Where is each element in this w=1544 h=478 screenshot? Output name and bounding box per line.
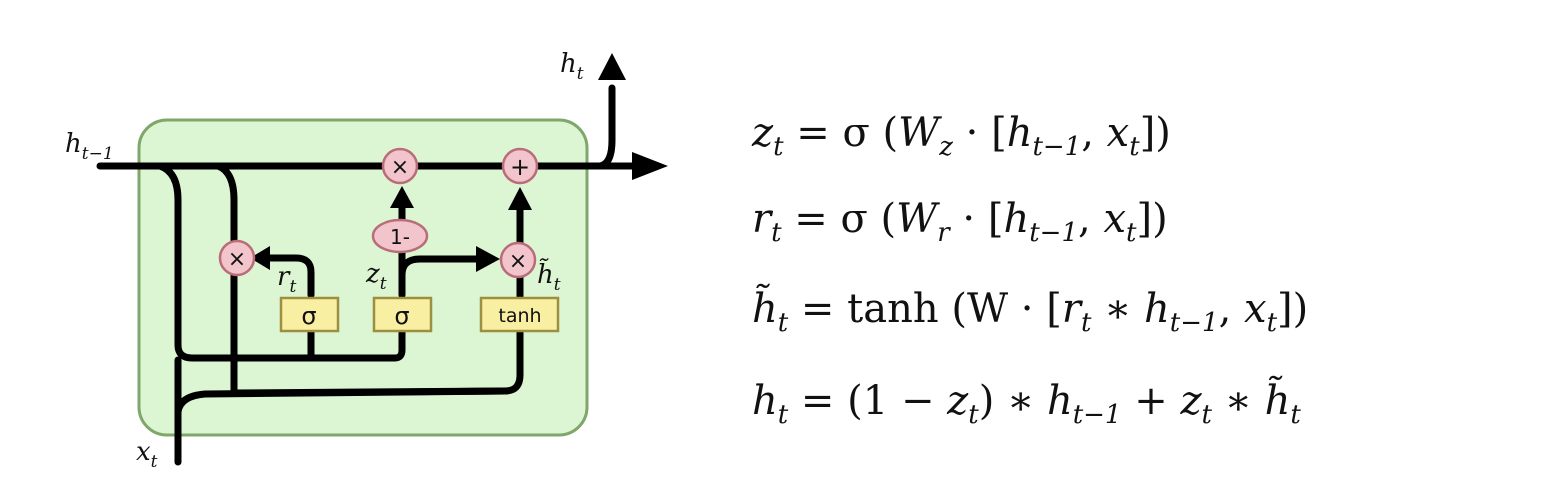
gates: σ σ tanh [279, 296, 560, 333]
label-z: zt [365, 259, 387, 294]
sigma-z-gate: σ [372, 296, 433, 333]
equation-r: rt = σ (Wr · [ht−1, xt]) [752, 196, 1168, 248]
z-to-update-mult-line [398, 255, 482, 279]
reset-mult-to-tanh-line [230, 387, 509, 397]
label-r: rt [277, 262, 296, 297]
update-arrowhead [508, 187, 532, 210]
top-add-op: + [501, 147, 539, 185]
r-to-reset-mult-line [262, 254, 315, 299]
h-prev-to-reset-mult-line [214, 162, 238, 397]
hidden-state-arrowhead [632, 152, 668, 180]
z-arrowhead [476, 246, 500, 272]
reset-multiply-symbol: × [228, 247, 246, 272]
h-prev-to-gates-line [156, 162, 406, 362]
sigma-z-label: σ [394, 302, 409, 330]
diagram-labels: ht−1 ht xt rt zt h̃t [65, 49, 584, 472]
top-multiply-symbol: × [391, 155, 409, 180]
equation-z: zt = σ (Wz · [ht−1, xt]) [751, 110, 1171, 162]
top-multiply-op: × [381, 147, 419, 185]
label-h-out: ht [560, 49, 584, 84]
equation-h-tilde: h̃t = tanh (W · [rt ∗ ht−1, xt]) [752, 283, 1308, 338]
one-minus-arrowhead [390, 186, 414, 208]
sigma-r-gate: σ [279, 296, 340, 333]
reset-multiply-op: × [218, 239, 256, 277]
one-minus-op: 1- [371, 218, 429, 254]
label-x-in: xt [136, 437, 158, 472]
output-up-arrowhead [598, 53, 626, 80]
equations: zt = σ (Wz · [ht−1, xt]) rt = σ (Wr · [ht… [751, 110, 1308, 430]
label-h-tilde: h̃t [537, 258, 561, 295]
update-multiply-op: × [499, 241, 537, 279]
label-h-prev: ht−1 [65, 129, 114, 164]
update-multiply-symbol: × [509, 249, 527, 274]
wires [96, 53, 668, 466]
equation-h: ht = (1 − zt) ∗ ht−1 + zt ∗ h̃t [752, 375, 1301, 430]
r-arrowhead [250, 246, 270, 270]
operations: × × + × 1- [218, 147, 539, 279]
top-add-symbol: + [510, 153, 530, 181]
sigma-r-label: σ [301, 302, 316, 330]
tanh-label: tanh [498, 305, 541, 327]
output-up-line [596, 84, 616, 170]
one-minus-symbol: 1- [390, 225, 410, 249]
tanh-gate: tanh [479, 296, 560, 333]
